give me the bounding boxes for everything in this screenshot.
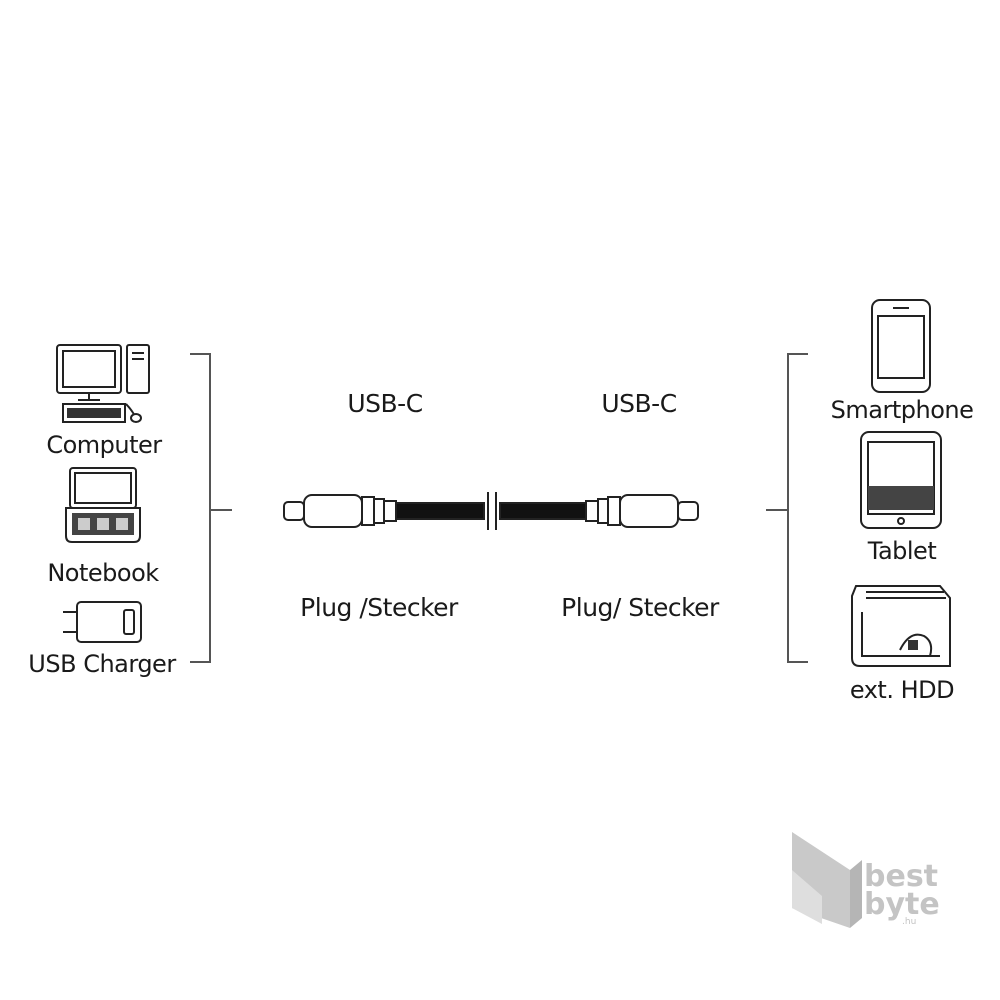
usb-charger-label: USB Charger	[28, 650, 176, 678]
notebook-label: Notebook	[47, 559, 159, 587]
usb-charger-icon	[63, 601, 142, 643]
right-usb-c-plug	[585, 494, 699, 528]
computer-label: Computer	[46, 431, 162, 459]
computer-icon	[56, 344, 150, 423]
external-hdd-icon	[851, 585, 951, 667]
left-bracket	[190, 353, 232, 663]
watermark-line2: byte	[864, 887, 940, 922]
tablet-icon	[860, 431, 942, 529]
right-bracket	[766, 353, 808, 663]
smartphone-icon	[871, 299, 931, 393]
left-connector-type: USB-C	[347, 389, 423, 418]
notebook-icon	[65, 467, 141, 543]
right-connector-type: USB-C	[601, 389, 677, 418]
right-connector-gender: Plug/ Stecker	[561, 593, 719, 622]
tablet-label: Tablet	[867, 537, 937, 565]
watermark-line1: best	[864, 859, 938, 894]
smartphone-label: Smartphone	[830, 396, 974, 424]
ext-hdd-label: ext. HDD	[849, 676, 955, 704]
watermark-suffix: .hu	[902, 917, 916, 927]
bestbyte-logo: best byte .hu	[792, 832, 940, 928]
left-connector-gender: Plug /Stecker	[300, 593, 458, 622]
left-usb-c-plug	[283, 494, 397, 528]
usb-cable	[395, 492, 587, 530]
